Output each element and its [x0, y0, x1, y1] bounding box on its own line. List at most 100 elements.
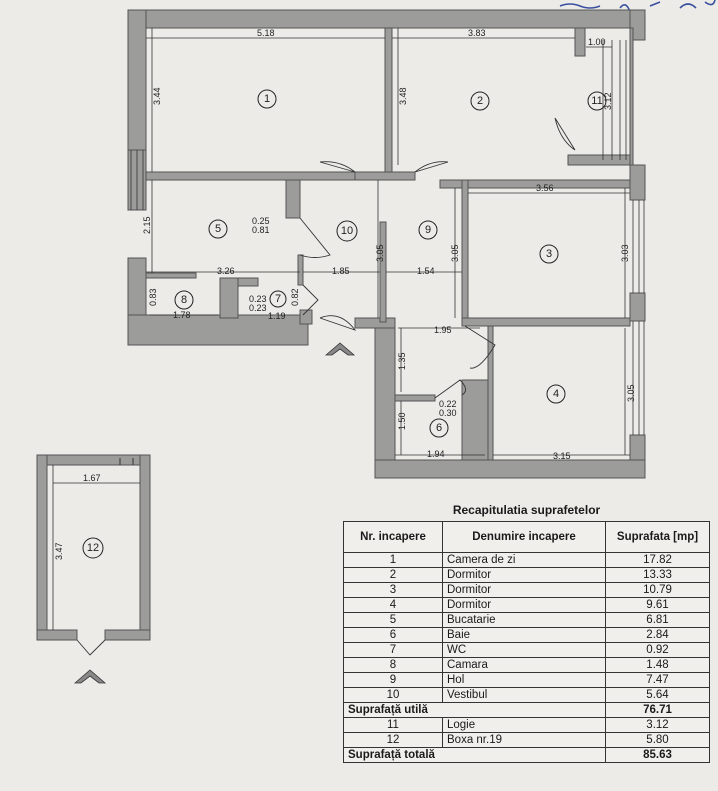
dimension-lines [52, 28, 630, 630]
room-number: 3 [343, 582, 443, 598]
room-name: Boxa nr.19 [442, 732, 606, 748]
header-nr: Nr. incapere [343, 521, 443, 553]
room-area: 2.84 [605, 627, 710, 643]
dim-r5-width: 3.26 [217, 266, 235, 276]
doors [299, 117, 576, 399]
room-name: Dormitor [442, 582, 606, 598]
svg-text:8: 8 [181, 294, 187, 306]
room-labels: 1 2 3 4 5 6 7 8 9 10 11 12 [82, 89, 607, 559]
room-area: 1.48 [605, 657, 710, 673]
dim-r2-height: 3.48 [398, 87, 408, 105]
room-number: 8 [343, 657, 443, 673]
room-name: Camara [442, 657, 606, 673]
room-number: 10 [343, 687, 443, 703]
dim-hol-width: 1.95 [434, 325, 452, 335]
dim-r11-height: 3.12 [603, 92, 613, 110]
dim-r9-height: 3.05 [450, 244, 460, 262]
dim-r1-height: 3.44 [152, 87, 162, 105]
room-area: 0.92 [605, 642, 710, 658]
handwriting-mark [559, 0, 716, 13]
header-area: Suprafata [mp] [605, 521, 710, 553]
room-2-label: 2 [470, 91, 490, 111]
dim-r7-width: 1.19 [268, 311, 286, 321]
room-12-label: 12 [82, 537, 104, 559]
header-name: Denumire incapere [442, 521, 606, 553]
dim-r1-width: 5.18 [257, 28, 275, 38]
room-11-label: 11 [587, 91, 607, 111]
room-name: Baie [442, 627, 606, 643]
svg-text:2: 2 [477, 95, 483, 107]
useful-area-row-value: 76.71 [605, 702, 710, 718]
dim-r12-height: 3.47 [54, 542, 64, 560]
dim-r5-niche-a: 0.25 [252, 216, 270, 226]
total-area-row-label: Suprafață totală [343, 747, 606, 763]
room-area: 7.47 [605, 672, 710, 688]
room-8-label: 8 [174, 290, 194, 310]
dim-r10-width: 1.85 [332, 266, 350, 276]
room-number: 9 [343, 672, 443, 688]
dim-r7-a: 0.23 [249, 294, 267, 304]
svg-text:11: 11 [591, 95, 602, 107]
svg-text:5: 5 [215, 223, 221, 235]
dim-r7-height: 0.82 [290, 288, 300, 306]
dim-r8-height: 0.83 [148, 288, 158, 306]
useful-area-row-label: Suprafață utilă [343, 702, 606, 718]
svg-text:7: 7 [275, 293, 281, 305]
dim-r9-width: 1.54 [417, 266, 435, 276]
room-number: 5 [343, 612, 443, 628]
dim-r10-height: 3.05 [375, 244, 385, 262]
room-number: 7 [343, 642, 443, 658]
dim-r4-height: 3.05 [626, 384, 636, 402]
dim-r2-width: 3.83 [468, 28, 486, 38]
room-area: 3.12 [605, 717, 710, 733]
room-name: Logie [442, 717, 606, 733]
room-area: 17.82 [605, 552, 710, 568]
room-number: 2 [343, 567, 443, 583]
entrance-arrow-icon [324, 342, 356, 356]
room-area: 5.64 [605, 687, 710, 703]
dim-r6-a: 0.22 [439, 399, 457, 409]
room-4-label: 4 [546, 384, 566, 404]
room-10-label: 10 [336, 220, 358, 242]
room-name: Bucatarie [442, 612, 606, 628]
dimension-labels: 5.18 3.83 1.00 3.44 3.48 3.12 3.56 3.03 … [54, 28, 636, 560]
room-area: 10.79 [605, 582, 710, 598]
room-7-label: 7 [269, 290, 287, 308]
room-area: 6.81 [605, 612, 710, 628]
room-name: Dormitor [442, 567, 606, 583]
dim-r6-b: 0.30 [439, 408, 457, 418]
svg-text:9: 9 [425, 224, 431, 236]
dim-r4-width: 3.15 [553, 451, 571, 461]
room-name: WC [442, 642, 606, 658]
room-area: 5.80 [605, 732, 710, 748]
area-table: Nr. incapere Denumire incapere Suprafata… [343, 521, 710, 763]
svg-text:4: 4 [553, 388, 559, 400]
dim-hol-height: 1.35 [397, 352, 407, 370]
room-area: 13.33 [605, 567, 710, 583]
room-name: Camera de zi [442, 552, 606, 568]
room-3-label: 3 [539, 244, 559, 264]
room-name: Vestibul [442, 687, 606, 703]
entrance-arrow-icon [73, 669, 107, 684]
dim-r3-height: 3.03 [620, 244, 630, 262]
room-6-label: 6 [429, 418, 449, 438]
room-area: 9.61 [605, 597, 710, 613]
svg-text:10: 10 [341, 225, 353, 237]
room-number: 11 [343, 717, 443, 733]
svg-text:6: 6 [436, 422, 442, 434]
room-number: 1 [343, 552, 443, 568]
table-header-row: Nr. incapere Denumire incapere Suprafata… [343, 521, 710, 553]
area-summary: Recapitulatia suprafetelor Nr. incapere … [343, 503, 710, 763]
dim-r5-height: 2.15 [142, 216, 152, 234]
room-number: 12 [343, 732, 443, 748]
svg-text:3: 3 [546, 248, 552, 260]
storage-box-12 [36, 454, 151, 656]
